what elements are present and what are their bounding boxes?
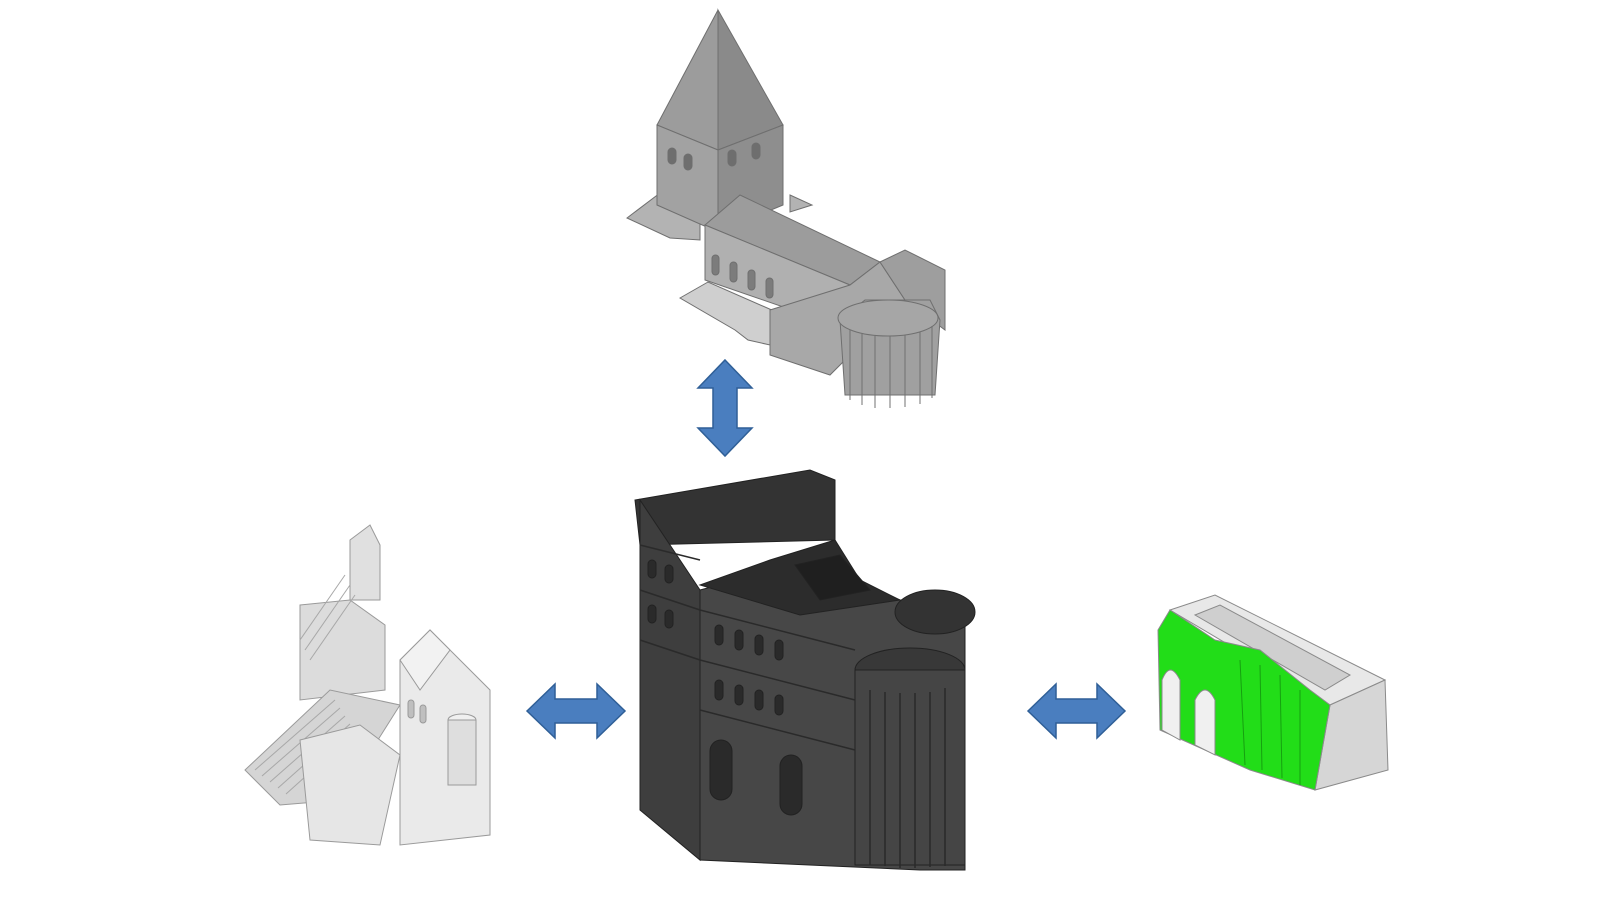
double-arrow-icon [1026,682,1127,740]
gate-model-icon [634,469,976,871]
fragment-model-icon [1157,594,1389,791]
double-arrow-icon [696,358,754,458]
double-arrow-icon [525,682,627,740]
chapel-model-icon [244,524,491,846]
church-model-icon [626,8,946,408]
